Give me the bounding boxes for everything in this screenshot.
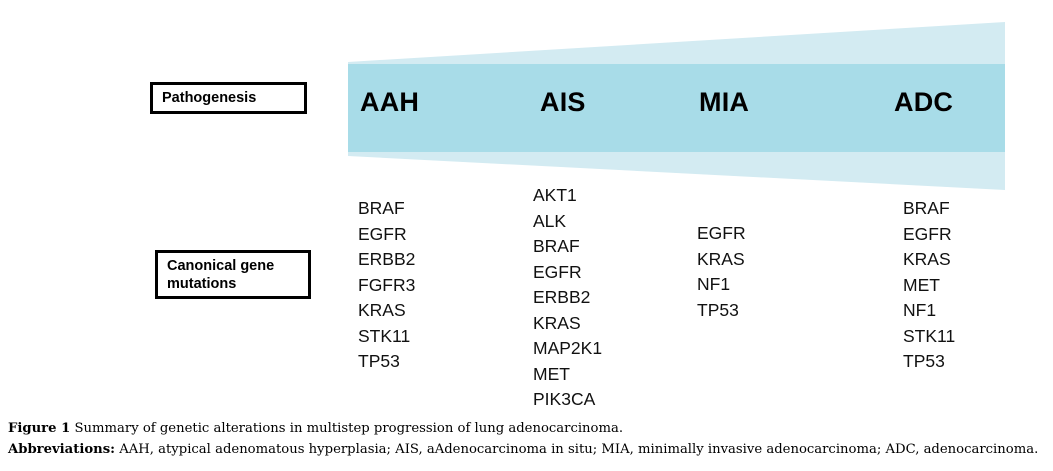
gene-item: KRAS (358, 300, 406, 320)
gene-item: KRAS (697, 248, 745, 269)
gene-item: KRAS (903, 249, 951, 269)
gene-item: TP53 (358, 351, 400, 371)
gene-item: STK11 (903, 325, 956, 346)
gene-item: EGFR (697, 223, 746, 243)
gene-item: NF1 (697, 274, 731, 294)
band-dark-shape (348, 64, 1005, 152)
stage-label-aah: AAH (360, 87, 420, 117)
gene-item: ERBB2 (358, 249, 416, 269)
progression-funnel: AAH AIS MIA ADC (0, 0, 1053, 205)
gene-item: AKT1 (533, 185, 577, 205)
stage-label-mia: MIA (699, 87, 750, 117)
gene-item: BRAF (358, 198, 405, 218)
figure-caption: Figure 1 Summary of genetic alterations … (8, 418, 1048, 460)
caption-abbrev-text: AAH, atypical adenomatous hyperplasia; A… (119, 442, 1039, 457)
gene-item: MET (903, 274, 940, 295)
caption-figure-line: Figure 1 Summary of genetic alterations … (8, 418, 1048, 439)
gene-item: EGFR (533, 261, 582, 282)
caption-abbrev-lead: Abbreviations: (8, 442, 116, 457)
gene-item: FGFR3 (358, 274, 416, 295)
gene-item: TP53 (697, 299, 739, 320)
row-label-pathogenesis: Pathogenesis (150, 82, 307, 114)
gene-item: EGFR (903, 223, 952, 244)
funnel-svg (348, 22, 1005, 190)
row-label-canonical-gene-mutations: Canonical gene mutations (155, 250, 311, 299)
gene-item: MAP2K1 (533, 338, 603, 358)
row-label-pathogenesis-text: Pathogenesis (162, 90, 257, 106)
gene-item: STK11 (358, 325, 411, 346)
gene-item: TP53 (903, 351, 945, 371)
gene-item: MET (533, 363, 570, 384)
gene-item: PIK3CA (533, 389, 596, 409)
gene-item: EGFR (358, 223, 407, 244)
gene-item: BRAF (533, 236, 580, 256)
stage-label-adc: ADC (894, 87, 954, 117)
caption-figure-text: Summary of genetic alterations in multis… (74, 421, 624, 436)
gene-item: NF1 (903, 300, 937, 320)
gene-item: ALK (533, 210, 567, 231)
row-label-canonical-gene-mutations-text: Canonical gene mutations (167, 257, 275, 292)
caption-figure-lead: Figure 1 (8, 421, 71, 436)
caption-abbrev-line: Abbreviations: AAH, atypical adenomatous… (8, 439, 1048, 460)
gene-item: KRAS (533, 312, 581, 333)
gene-item: ERBB2 (533, 287, 591, 307)
gene-item: BRAF (903, 198, 950, 218)
stage-label-ais: AIS (540, 87, 586, 117)
